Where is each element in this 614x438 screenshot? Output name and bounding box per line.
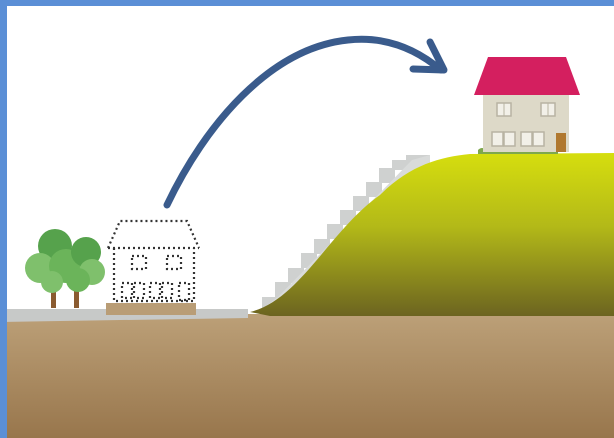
old-house-foundation [106, 303, 196, 315]
frame-top [0, 0, 614, 6]
soil-ground [0, 314, 614, 438]
house-icon [474, 57, 580, 152]
road-step [222, 309, 248, 318]
frame-left [0, 0, 7, 438]
